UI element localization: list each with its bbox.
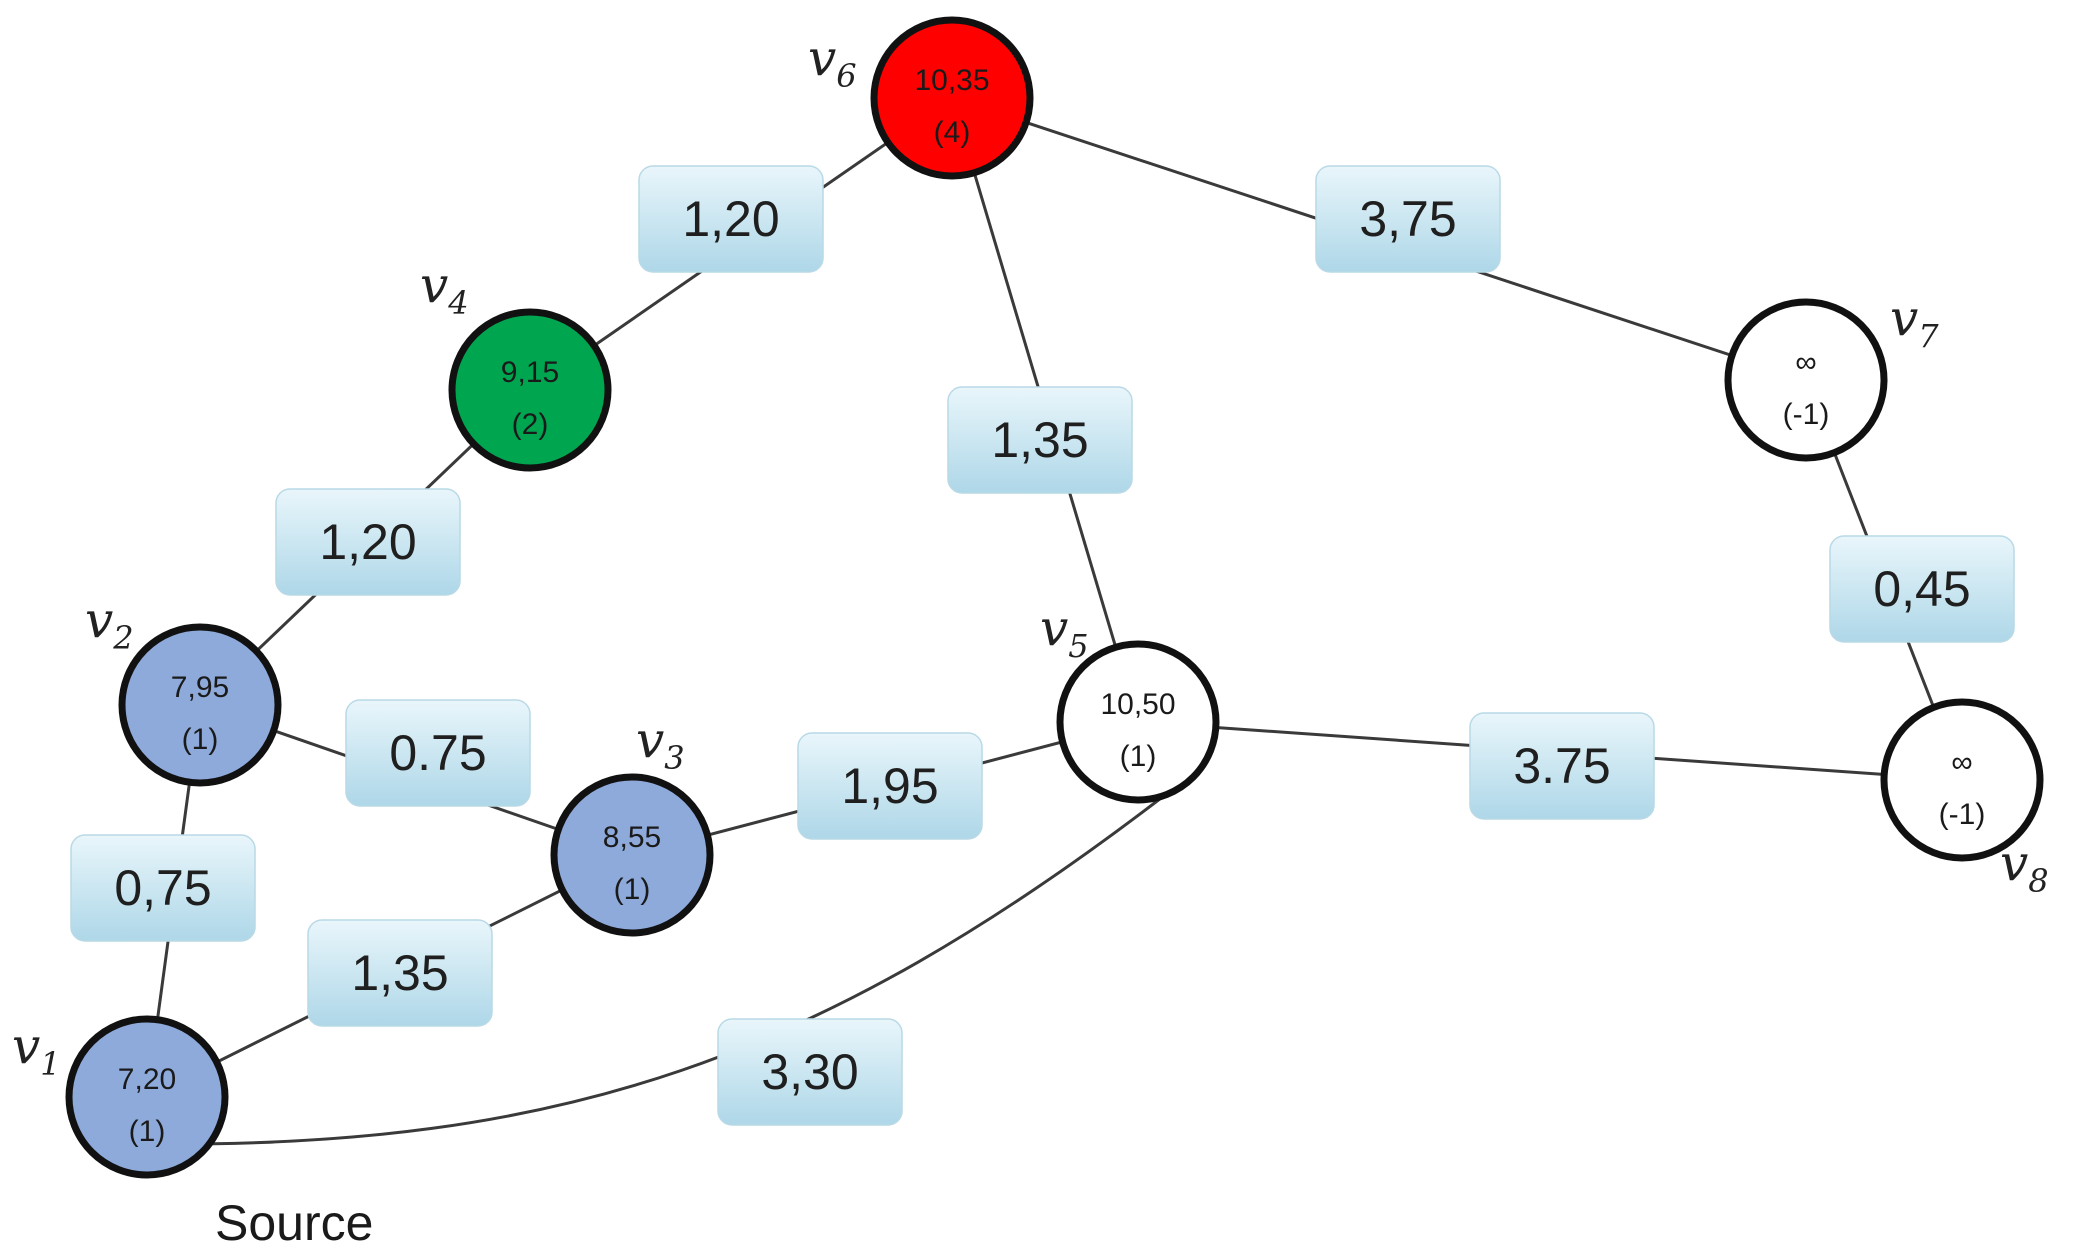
node-predecessor: (4) bbox=[934, 116, 971, 149]
edge-weight-v2-v4: 1,20 bbox=[275, 488, 461, 596]
edge-weight-v1-v3: 1,35 bbox=[307, 919, 493, 1027]
node-label-letter: v bbox=[636, 711, 664, 769]
node-circle bbox=[118, 623, 282, 787]
node-circle bbox=[1724, 298, 1888, 462]
nodes-layer: 7,20(1)v17,95(1)v28,55(1)v39,15(2)v410,5… bbox=[12, 16, 2049, 1179]
node-label-letter: v bbox=[420, 256, 448, 314]
edge-weight-box bbox=[797, 732, 983, 840]
edge-weights-layer: 0,75 1,35 3,30 0.75 1,20 1,95 1,20 1,35 3.75 3,75… bbox=[70, 165, 2015, 1126]
node-label-subscript: 5 bbox=[1068, 627, 1088, 665]
node-v4: 9,15 (2) bbox=[448, 308, 612, 472]
edge-weight-v5-v8: 3.75 bbox=[1469, 712, 1655, 820]
node-distance: 7,20 bbox=[118, 1063, 176, 1096]
node-circle bbox=[65, 1015, 229, 1179]
node-circle bbox=[870, 16, 1034, 180]
node-label: v4 bbox=[420, 256, 469, 322]
node-label-subscript: 7 bbox=[1918, 317, 1939, 355]
node-v8: ∞ (-1) bbox=[1880, 698, 2044, 862]
node-label-subscript: 4 bbox=[447, 284, 468, 322]
node-label-subscript: 6 bbox=[836, 57, 856, 95]
node-label-subscript: 1 bbox=[40, 1045, 60, 1083]
node-label: v2 bbox=[85, 591, 134, 657]
edge-weight-value: 0,45 bbox=[1873, 561, 1970, 617]
node-label: v6 bbox=[808, 29, 857, 95]
edge-weight-box bbox=[1829, 535, 2015, 643]
node-distance: ∞ bbox=[1795, 346, 1816, 379]
edge-weight-value: 0,75 bbox=[114, 860, 211, 916]
edge-weight-box bbox=[638, 165, 824, 273]
edge-weight-box bbox=[1469, 712, 1655, 820]
node-circle bbox=[1056, 640, 1220, 804]
node-predecessor: (-1) bbox=[1783, 398, 1830, 431]
node-label-letter: v bbox=[85, 591, 113, 649]
edge-weight-v6-v7: 3,75 bbox=[1315, 165, 1501, 273]
edge-weight-value: 1,35 bbox=[991, 412, 1088, 468]
node-predecessor: (1) bbox=[182, 723, 219, 756]
node-label-letter: v bbox=[2000, 834, 2028, 892]
edge-weight-v4-v6: 1,20 bbox=[638, 165, 824, 273]
node-predecessor: (1) bbox=[614, 873, 651, 906]
node-v2: 7,95 (1) bbox=[118, 623, 282, 787]
node-label-letter: v bbox=[12, 1017, 40, 1075]
edge-weight-value: 1,20 bbox=[319, 514, 416, 570]
node-label: v3 bbox=[636, 711, 685, 777]
edge-weight-value: 1,35 bbox=[351, 945, 448, 1001]
edge-weight-value: 3,30 bbox=[761, 1044, 858, 1100]
edge-weight-v2-v3: 0.75 bbox=[345, 699, 531, 807]
node-v1: 7,20 (1) bbox=[65, 1015, 229, 1179]
edge-weight-box bbox=[307, 919, 493, 1027]
edge-weight-v1-v2: 0,75 bbox=[70, 834, 256, 942]
edge-weight-box bbox=[1315, 165, 1501, 273]
edge-weight-box bbox=[717, 1018, 903, 1126]
node-label-subscript: 8 bbox=[2028, 862, 2048, 900]
node-circle bbox=[1880, 698, 2044, 862]
node-distance: 10,35 bbox=[914, 64, 989, 97]
edge-v1-v5 bbox=[146, 793, 1166, 1146]
node-circle bbox=[550, 773, 714, 937]
edge-weight-box bbox=[70, 834, 256, 942]
node-distance: 7,95 bbox=[171, 671, 229, 704]
node-predecessor: (1) bbox=[1120, 740, 1157, 773]
edge-weight-box bbox=[345, 699, 531, 807]
node-label-subscript: 2 bbox=[112, 619, 133, 657]
edge-weight-value: 1,20 bbox=[682, 191, 779, 247]
node-distance: 9,15 bbox=[501, 356, 559, 389]
node-predecessor: (2) bbox=[512, 408, 549, 441]
edge-weight-value: 0.75 bbox=[389, 725, 486, 781]
node-v6: 10,35 (4) bbox=[870, 16, 1034, 180]
node-predecessor: (1) bbox=[129, 1115, 166, 1148]
node-label-subscript: 3 bbox=[664, 739, 684, 777]
node-predecessor: (-1) bbox=[1939, 798, 1986, 831]
edge-weight-value: 3.75 bbox=[1513, 738, 1610, 794]
edge-weight-value: 3,75 bbox=[1359, 191, 1456, 247]
node-label: v7 bbox=[1890, 289, 1939, 355]
edge-weight-v7-v8: 0,45 bbox=[1829, 535, 2015, 643]
node-label-letter: v bbox=[808, 29, 836, 87]
node-distance: 10,50 bbox=[1100, 688, 1175, 721]
node-label: v8 bbox=[2000, 834, 2049, 900]
node-v7: ∞ (-1) bbox=[1724, 298, 1888, 462]
edge-weight-box bbox=[947, 386, 1133, 494]
node-label: v5 bbox=[1040, 599, 1089, 665]
source-label: Source bbox=[215, 1195, 373, 1251]
node-label: v1 bbox=[12, 1017, 61, 1083]
edge-weight-v1-v5: 3,30 bbox=[717, 1018, 903, 1126]
node-v5: 10,50 (1) bbox=[1056, 640, 1220, 804]
node-v3: 8,55 (1) bbox=[550, 773, 714, 937]
node-label-letter: v bbox=[1040, 599, 1068, 657]
node-distance: ∞ bbox=[1951, 746, 1972, 779]
node-circle bbox=[448, 308, 612, 472]
edge-weight-v5-v6: 1,35 bbox=[947, 386, 1133, 494]
edge-weight-v3-v5: 1,95 bbox=[797, 732, 983, 840]
edge-weight-value: 1,95 bbox=[841, 758, 938, 814]
node-distance: 8,55 bbox=[603, 821, 661, 854]
edge-weight-box bbox=[275, 488, 461, 596]
node-label-letter: v bbox=[1890, 289, 1918, 347]
